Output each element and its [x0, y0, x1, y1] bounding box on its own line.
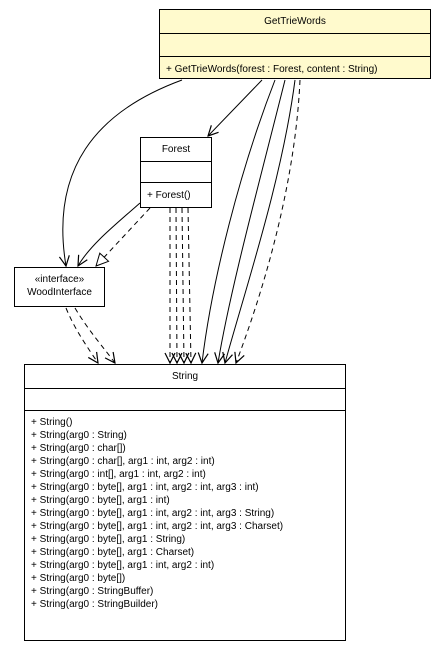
edge-forest-to-woodinterface: [78, 202, 141, 266]
attributes-section: [160, 33, 430, 56]
operation: + String(arg0 : byte[], arg1 : int, arg2…: [31, 482, 259, 493]
class-string[interactable]: String + String() + String(arg0 : String…: [24, 364, 346, 641]
operation: + String(arg0 : byte[], arg1 : int, arg2…: [31, 521, 284, 532]
operation: + String(arg0 : int[], arg1 : int, arg2 …: [31, 469, 206, 480]
operation: + String(): [31, 417, 73, 428]
class-name: String: [171, 371, 199, 382]
class-name: Forest: [161, 144, 191, 155]
operation: + String(arg0 : String): [31, 430, 127, 441]
edge-gettriewords-to-forest: [208, 79, 263, 136]
edge-forest-to-string-4: [188, 207, 191, 363]
edge-forest-to-string-2: [176, 207, 177, 363]
operation: + String(arg0 : StringBuilder): [31, 599, 159, 610]
edge-forest-to-string-3: [182, 207, 184, 363]
operations-section: + Forest(): [141, 182, 211, 202]
edge-woodinterface-to-string-2: [74, 307, 115, 363]
attributes-section: [141, 161, 211, 182]
operation: + String(arg0 : byte[], arg1 : int, arg2…: [31, 508, 275, 519]
edge-gettriewords-to-string-2: [218, 79, 286, 363]
operation: + String(arg0 : char[]): [31, 443, 126, 454]
edge-woodinterface-to-string-1: [65, 307, 98, 363]
operation: + String(arg0 : byte[]): [31, 573, 126, 584]
operation: + String(arg0 : byte[], arg1 : int): [31, 495, 170, 506]
edge-gettriewords-to-string-dashed: [236, 79, 301, 363]
operation: + String(arg0 : StringBuffer): [31, 586, 154, 597]
class-name: WoodInterface: [27, 287, 92, 298]
edge-forest-realizes-woodinterface: [96, 207, 151, 266]
class-gettriewords[interactable]: GetTrieWords + GetTrieWords(forest : For…: [159, 9, 431, 79]
edge-gettriewords-to-string-3: [225, 79, 296, 363]
interface-woodinterface[interactable]: «interface» WoodInterface: [14, 267, 105, 307]
edge-gettriewords-to-string-1: [202, 79, 276, 363]
operation: + GetTrieWords(forest : Forest, content …: [166, 64, 378, 75]
operation: + String(arg0 : byte[], arg1 : Charset): [31, 547, 195, 558]
edge-gettriewords-to-woodinterface: [63, 79, 183, 266]
operation: + String(arg0 : byte[], arg1 : int, arg2…: [31, 560, 215, 571]
interface-header: «interface» WoodInterface: [15, 268, 104, 299]
class-name: GetTrieWords: [264, 16, 326, 27]
operation: + String(arg0 : char[], arg1 : int, arg2…: [31, 456, 215, 467]
operations-section: + GetTrieWords(forest : Forest, content …: [160, 56, 430, 76]
operation: + Forest(): [147, 190, 191, 201]
operation: + String(arg0 : byte[], arg1 : String): [31, 534, 186, 545]
attributes-section: [25, 388, 345, 410]
operations-section: + String() + String(arg0 : String) + Str…: [25, 410, 345, 611]
class-forest[interactable]: Forest + Forest(): [140, 137, 212, 208]
stereotype-label: «interface»: [34, 274, 85, 285]
